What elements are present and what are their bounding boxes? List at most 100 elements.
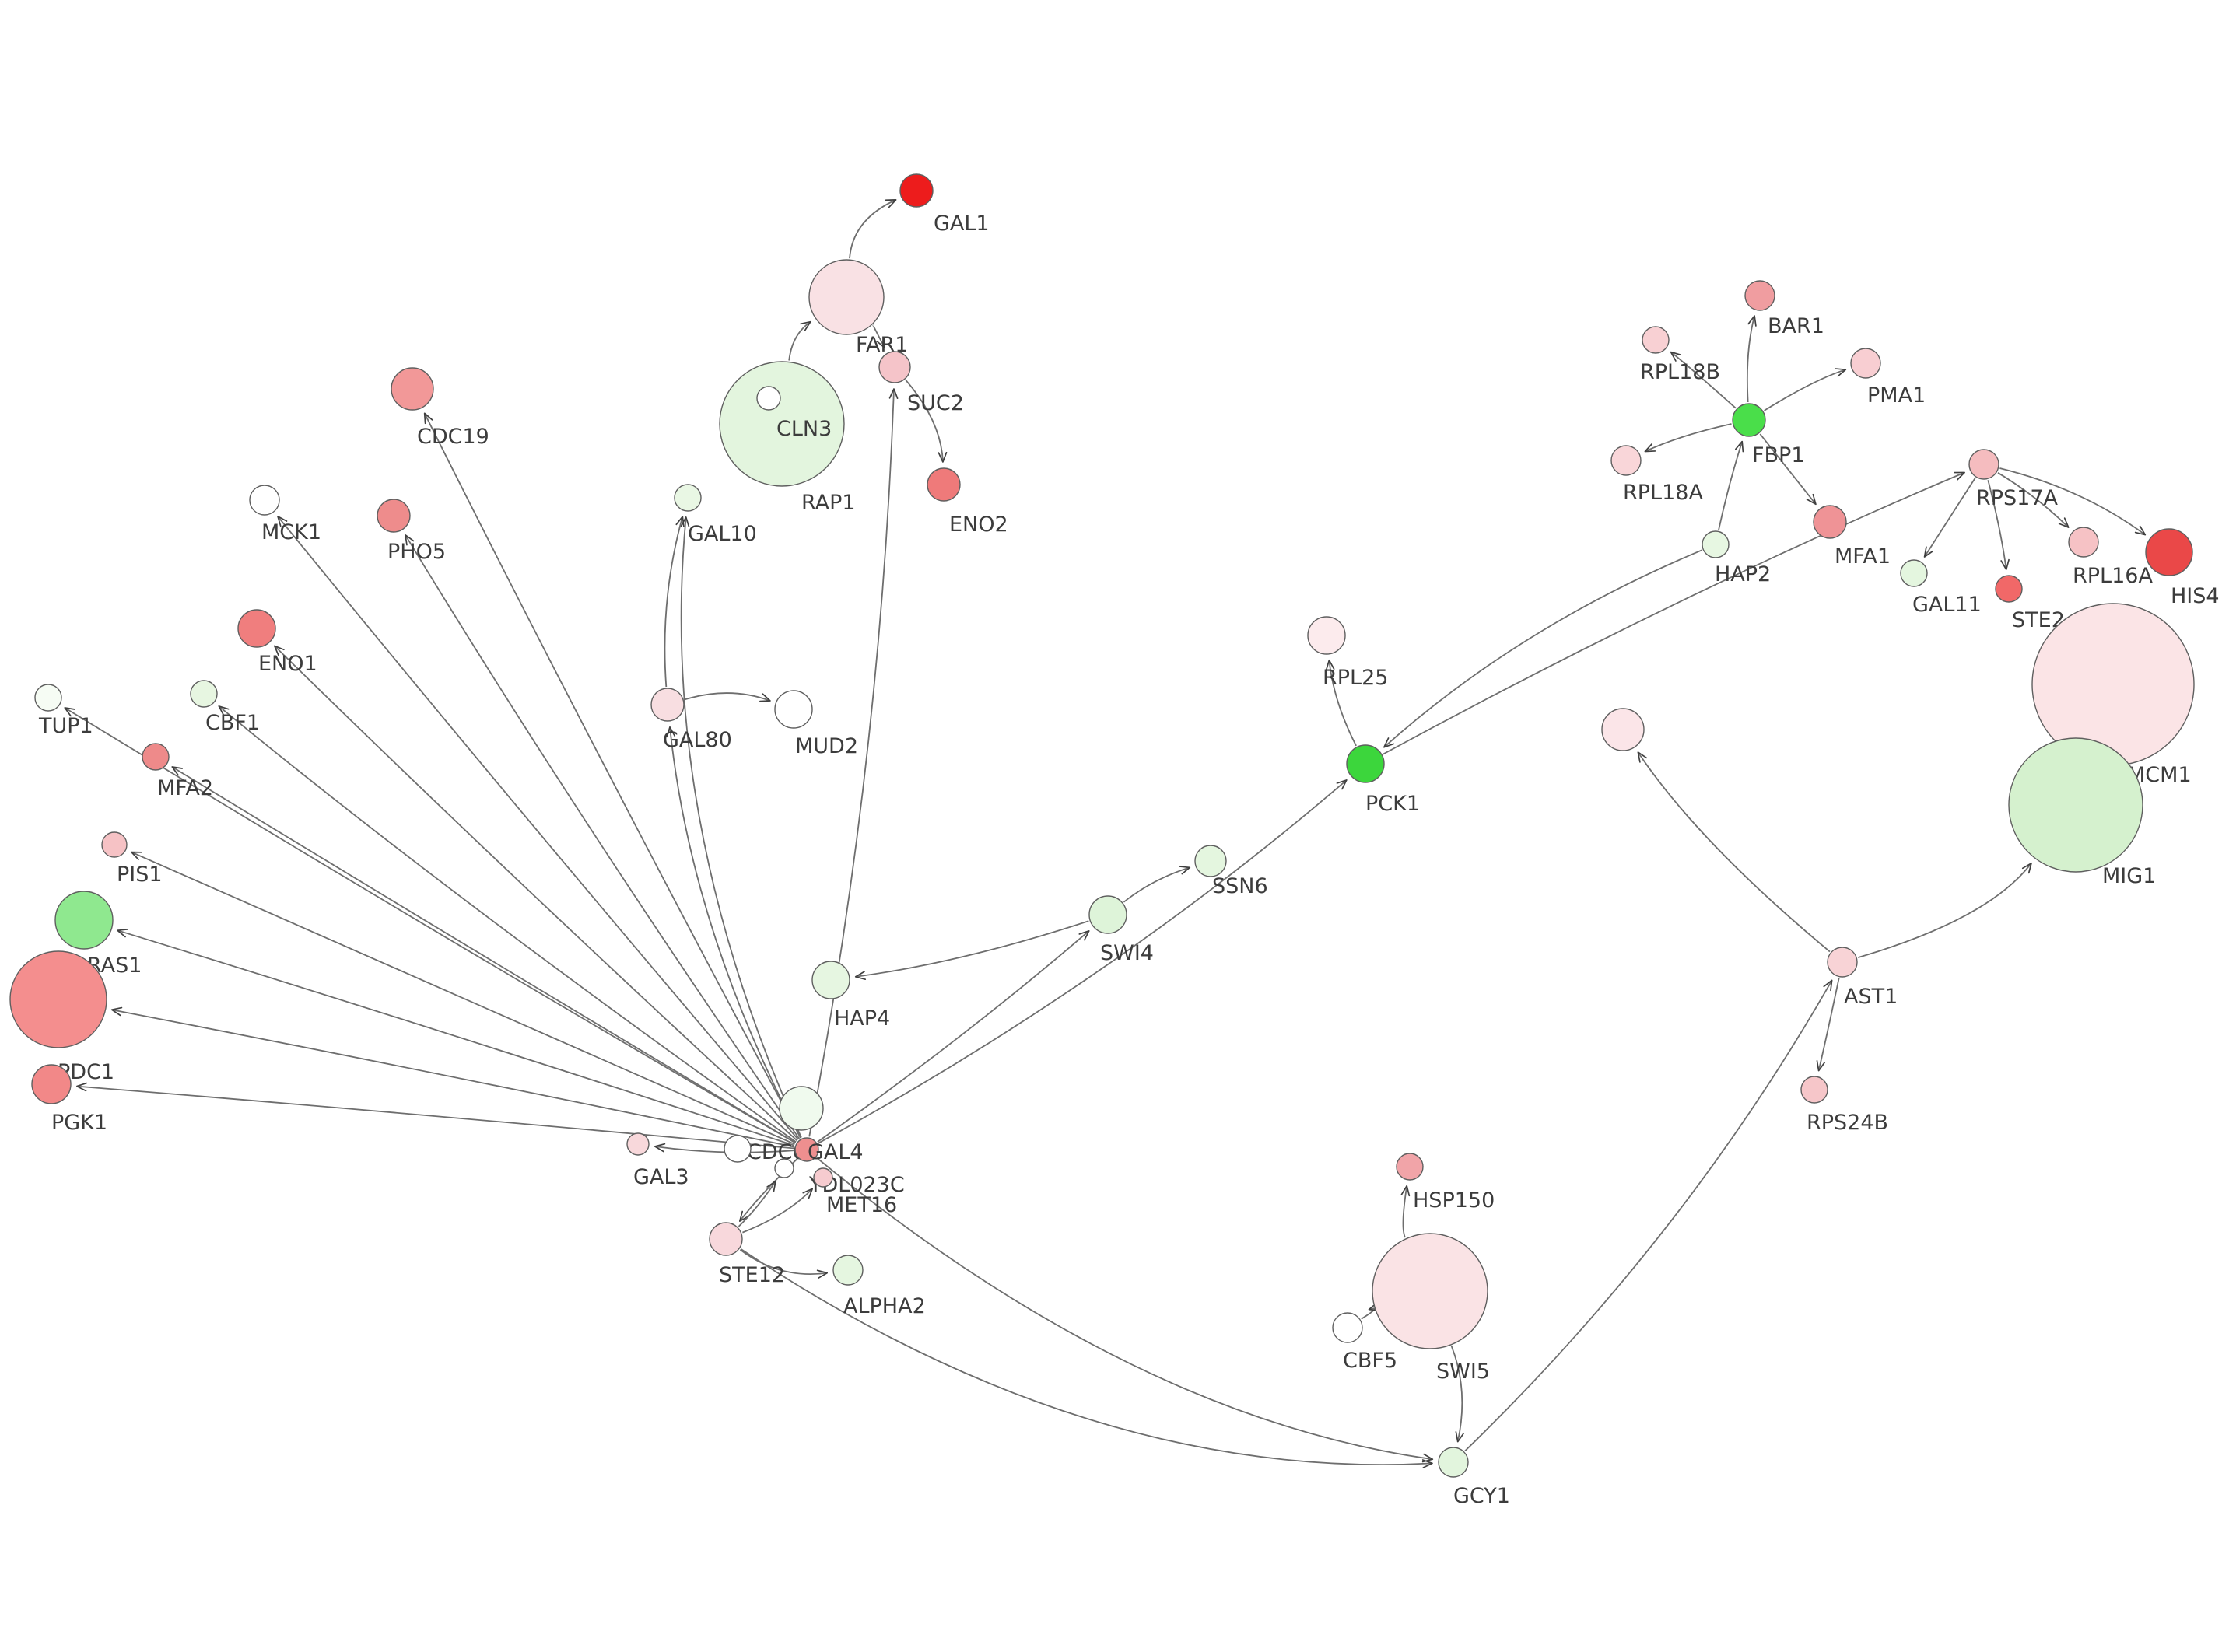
edge-GAL4-CBF1[interactable] bbox=[218, 705, 797, 1143]
edge-GAL4-MCK1[interactable] bbox=[277, 516, 799, 1140]
node-PGK1[interactable] bbox=[31, 1064, 72, 1104]
node-YDL023C[interactable] bbox=[774, 1158, 794, 1178]
edge-GAL80-GAL10[interactable] bbox=[664, 516, 685, 688]
node-PMA1[interactable] bbox=[1850, 348, 1881, 379]
edge-STE12-MET16[interactable] bbox=[742, 1188, 814, 1234]
node-RAS1[interactable] bbox=[54, 891, 114, 950]
node-PINK1[interactable] bbox=[1601, 708, 1645, 751]
edge-PCK1-RPL25[interactable] bbox=[1325, 659, 1357, 747]
node-RAP1[interactable] bbox=[756, 386, 781, 411]
edge-GAL4-SUC2[interactable] bbox=[808, 388, 899, 1137]
edge-STE12-YDL023C[interactable] bbox=[738, 1180, 776, 1227]
edge-SWI5-GCY1[interactable] bbox=[1450, 1346, 1464, 1443]
node-PHO5[interactable] bbox=[377, 499, 411, 533]
edge-FAR1-GAL1[interactable] bbox=[849, 199, 897, 259]
node-MFA1[interactable] bbox=[1813, 505, 1847, 539]
node-WHITE1[interactable] bbox=[724, 1135, 752, 1163]
edge-GAL4-PCK1[interactable] bbox=[818, 779, 1348, 1144]
edge-CLN3-FAR1[interactable] bbox=[788, 320, 811, 361]
node-TUP1[interactable] bbox=[34, 684, 62, 712]
node-CBF5[interactable] bbox=[1332, 1312, 1363, 1343]
edge-SWI4-HAP4[interactable] bbox=[854, 920, 1089, 981]
node-HAP2[interactable] bbox=[1702, 530, 1730, 558]
node-SUC2[interactable] bbox=[878, 351, 911, 383]
edge-FBP1-MFA1[interactable] bbox=[1759, 433, 1817, 506]
node-GAL10[interactable] bbox=[674, 484, 702, 512]
edge-SWI5-HSP150[interactable] bbox=[1400, 1185, 1411, 1238]
node-CBF1[interactable] bbox=[190, 680, 218, 708]
edge-HAP2-FBP1[interactable] bbox=[1718, 440, 1744, 530]
node-GAL4[interactable] bbox=[794, 1137, 819, 1162]
edge-CBF5-SWI5[interactable] bbox=[1361, 1302, 1380, 1320]
edge-STE12-GCY1[interactable] bbox=[740, 1248, 1433, 1468]
node-RPL18B[interactable] bbox=[1642, 326, 1670, 354]
node-MET16[interactable] bbox=[813, 1167, 833, 1188]
node-PDC1[interactable] bbox=[9, 950, 107, 1048]
node-CLN3[interactable] bbox=[719, 361, 845, 487]
node-HAP4[interactable] bbox=[811, 961, 850, 999]
edge-FBP1-PMA1[interactable] bbox=[1764, 368, 1847, 411]
node-MUD2[interactable] bbox=[774, 690, 813, 729]
node-CDC6[interactable] bbox=[779, 1086, 824, 1131]
edge-RPS17A-STE2[interactable] bbox=[1987, 480, 2010, 571]
edge-GAL4-GCY1[interactable] bbox=[816, 1157, 1434, 1463]
edge-STE12-ALPHA2[interactable] bbox=[739, 1249, 829, 1279]
edge-FBP1-RPL18A[interactable] bbox=[1644, 423, 1732, 453]
edge-GAL80-MUD2[interactable] bbox=[684, 692, 771, 702]
node-RPS24B[interactable] bbox=[1800, 1076, 1828, 1104]
node-FBP1[interactable] bbox=[1732, 403, 1766, 437]
node-MCK1[interactable] bbox=[249, 485, 280, 516]
edge-GAL4-CDC19[interactable] bbox=[423, 412, 801, 1139]
node-FAR1[interactable] bbox=[808, 259, 885, 335]
edge-GAL4-RAS1[interactable] bbox=[117, 929, 795, 1146]
edge-AST1-MIG1[interactable] bbox=[1857, 862, 2032, 958]
node-BAR1[interactable] bbox=[1744, 280, 1775, 311]
edge-RPS17A-HIS4[interactable] bbox=[1999, 467, 2147, 536]
node-GAL3[interactable] bbox=[626, 1132, 650, 1156]
edge-SUC2-ENO2[interactable] bbox=[905, 380, 948, 463]
node-HSP150[interactable] bbox=[1396, 1153, 1424, 1181]
node-AST1[interactable] bbox=[1827, 947, 1858, 978]
edge-GAL4-SWI4[interactable] bbox=[817, 930, 1090, 1143]
node-SSN6[interactable] bbox=[1194, 845, 1227, 877]
node-PIS1[interactable] bbox=[101, 831, 128, 858]
node-MFA2[interactable] bbox=[142, 743, 170, 771]
node-RPL16A[interactable] bbox=[2068, 527, 2099, 558]
node-GAL11[interactable] bbox=[1900, 559, 1928, 587]
edge-GAL4-PGK1[interactable] bbox=[76, 1082, 794, 1150]
edge-GAL4-ENO1[interactable] bbox=[273, 645, 798, 1142]
edge-GAL4-PHO5[interactable] bbox=[405, 534, 801, 1139]
edge-GAL4-GAL10[interactable] bbox=[680, 516, 802, 1138]
edge-AST1-RPS24B[interactable] bbox=[1816, 978, 1840, 1072]
node-ALPHA2[interactable] bbox=[832, 1255, 864, 1286]
edge-GAL4-GAL80[interactable] bbox=[666, 726, 801, 1139]
node-ENO1[interactable] bbox=[237, 609, 276, 648]
node-RPS17A[interactable] bbox=[1968, 449, 1999, 480]
node-STE2[interactable] bbox=[1995, 575, 2023, 603]
node-SWI5[interactable] bbox=[1372, 1233, 1488, 1349]
edge-PCK1-RPS17A[interactable] bbox=[1383, 471, 1965, 755]
edge-AST1-PINK1[interactable] bbox=[1637, 751, 1831, 953]
node-HIS4[interactable] bbox=[2145, 528, 2193, 576]
edge-RPS17A-GAL11[interactable] bbox=[1923, 478, 1976, 558]
node-PCK1[interactable] bbox=[1346, 744, 1385, 783]
node-GCY1[interactable] bbox=[1438, 1447, 1469, 1478]
edge-GAL4-PIS1[interactable] bbox=[131, 851, 795, 1145]
edge-GAL4-MFA2[interactable] bbox=[171, 766, 796, 1144]
edge-GAL4-GAL3[interactable] bbox=[654, 1143, 794, 1153]
node-STE12[interactable] bbox=[709, 1222, 743, 1256]
edge-HAP2-PCK1[interactable] bbox=[1383, 549, 1702, 748]
edge-SWI4-SSN6[interactable] bbox=[1123, 866, 1191, 903]
edge-GAL4-PDC1[interactable] bbox=[110, 1006, 794, 1148]
node-ENO2[interactable] bbox=[927, 467, 961, 502]
edge-FBP1-RPL18B[interactable] bbox=[1670, 351, 1737, 409]
node-MIG1[interactable] bbox=[2008, 737, 2143, 873]
node-CDC19[interactable] bbox=[391, 367, 434, 411]
edge-GCY1-AST1[interactable] bbox=[1464, 979, 1833, 1452]
edge-FBP1-BAR1[interactable] bbox=[1746, 315, 1757, 403]
edge-RPS17A-RPL16A[interactable] bbox=[1997, 472, 2070, 528]
node-RPL18A[interactable] bbox=[1610, 445, 1642, 476]
node-RPL25[interactable] bbox=[1307, 616, 1346, 655]
node-GAL80[interactable] bbox=[650, 688, 685, 722]
node-SWI4[interactable] bbox=[1088, 895, 1127, 934]
